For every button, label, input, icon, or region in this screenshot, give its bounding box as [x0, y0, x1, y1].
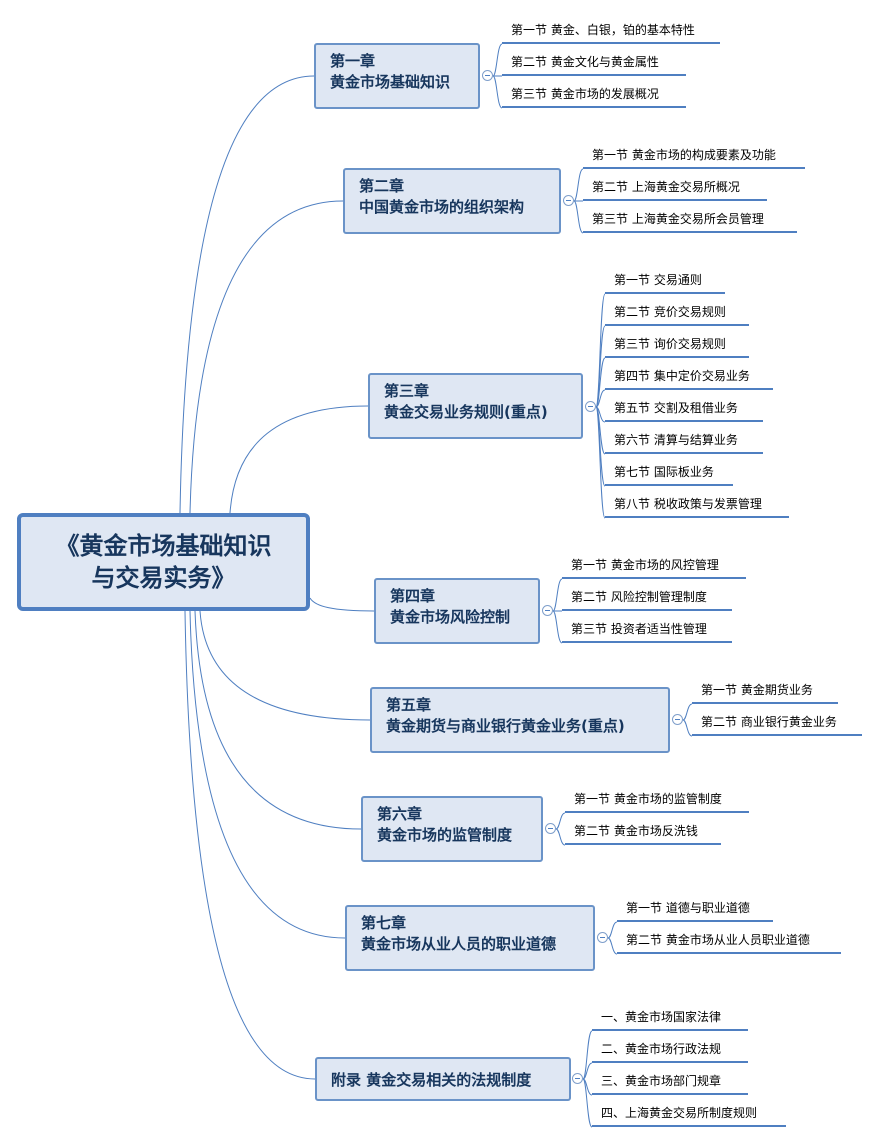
chapter-3-title: 第三章 [384, 382, 430, 400]
chapter-3-section-3[interactable]: 第三节 询价交易规则 [605, 336, 749, 358]
central-topic-line2: 与交易实务》 [91, 564, 236, 592]
chapter-1-collapse-icon[interactable] [482, 70, 493, 81]
chapter-4-section-1[interactable]: 第一节 黄金市场的风控管理 [562, 557, 746, 579]
appendix-section-4[interactable]: 四、上海黄金交易所制度规则 [592, 1105, 786, 1127]
chapter-1-section-3[interactable]: 第三节 黄金市场的发展概况 [502, 86, 686, 108]
chapter-2-section-3[interactable]: 第三节 上海黄金交易所会员管理 [583, 211, 797, 233]
chapter-6-node[interactable]: 第六章 黄金市场的监管制度 [361, 796, 543, 862]
branch-line-6 [194, 610, 362, 830]
section-line-3-4 [595, 389, 606, 408]
section-line-6-2 [555, 828, 566, 846]
section-line-6-1 [555, 812, 566, 830]
appendix-title: 附录 黄金交易相关的法规制度 [331, 1071, 532, 1089]
chapter-5-title: 第五章 [386, 696, 432, 714]
chapter-3-section-1[interactable]: 第一节 交易通则 [605, 272, 725, 294]
chapter-7-title: 第七章 [361, 914, 407, 932]
section-line-8-2 [582, 1062, 593, 1080]
section-line-3-8 [595, 406, 606, 519]
chapter-4-subtitle: 黄金市场风险控制 [390, 608, 511, 626]
section-line-1-1 [492, 43, 503, 77]
section-line-2-1 [573, 168, 584, 202]
central-topic[interactable]: 《黄金市场基础知识 与交易实务》 [17, 513, 310, 611]
appendix-section-1[interactable]: 一、黄金市场国家法律 [592, 1009, 748, 1031]
appendix-collapse-icon[interactable] [572, 1073, 583, 1084]
branch-line-4 [309, 597, 375, 612]
appendix-section-2[interactable]: 二、黄金市场行政法规 [592, 1041, 748, 1063]
appendix-section-3[interactable]: 三、黄金市场部门规章 [592, 1073, 748, 1095]
chapter-3-section-5[interactable]: 第五节 交割及租借业务 [605, 400, 763, 422]
section-line-4-1 [552, 578, 563, 612]
section-line-2-3 [573, 200, 584, 234]
chapter-3-section-7[interactable]: 第七节 国际板业务 [605, 464, 733, 486]
chapter-7-collapse-icon[interactable] [597, 932, 608, 943]
section-line-7-2 [607, 937, 618, 955]
chapter-3-section-8[interactable]: 第八节 税收政策与发票管理 [605, 496, 789, 518]
section-line-4-3 [552, 610, 563, 644]
chapter-4-section-2[interactable]: 第二节 风险控制管理制度 [562, 589, 732, 611]
chapter-3-section-4[interactable]: 第四节 集中定价交易业务 [605, 368, 773, 390]
branch-line-7 [189, 610, 346, 939]
central-topic-line1: 《黄金市场基础知识 [55, 532, 272, 560]
chapter-2-section-2[interactable]: 第二节 上海黄金交易所概况 [583, 179, 767, 201]
chapter-3-section-2[interactable]: 第二节 竞价交易规则 [605, 304, 749, 326]
chapter-5-collapse-icon[interactable] [672, 714, 683, 725]
branch-line-5 [199, 610, 371, 721]
chapter-1-subtitle: 黄金市场基础知识 [330, 73, 451, 91]
chapter-6-subtitle: 黄金市场的监管制度 [377, 826, 513, 844]
chapter-5-node[interactable]: 第五章 黄金期货与商业银行黄金业务(重点) [370, 687, 670, 753]
section-line-1-3 [492, 75, 503, 109]
chapter-4-section-3[interactable]: 第三节 投资者适当性管理 [562, 621, 732, 643]
chapter-2-section-1[interactable]: 第一节 黄金市场的构成要素及功能 [583, 147, 805, 169]
chapter-3-collapse-icon[interactable] [585, 401, 596, 412]
section-line-5-1 [682, 703, 693, 721]
chapter-6-collapse-icon[interactable] [545, 823, 556, 834]
chapter-1-section-1[interactable]: 第一节 黄金、白银，铂的基本特性 [502, 22, 720, 44]
branch-line-2 [189, 200, 344, 514]
chapter-4-title: 第四章 [390, 587, 436, 605]
section-line-5-2 [682, 719, 693, 737]
chapter-3-subtitle: 黄金交易业务规则(重点) [384, 403, 548, 421]
appendix-node[interactable]: 附录 黄金交易相关的法规制度 [315, 1057, 571, 1101]
chapter-3-node[interactable]: 第三章 黄金交易业务规则(重点) [368, 373, 583, 439]
chapter-6-section-1[interactable]: 第一节 黄金市场的监管制度 [565, 791, 749, 813]
chapter-2-title: 第二章 [359, 177, 405, 195]
chapter-1-node[interactable]: 第一章 黄金市场基础知识 [314, 43, 480, 109]
section-line-3-3 [595, 357, 606, 408]
chapter-2-node[interactable]: 第二章 中国黄金市场的组织架构 [343, 168, 561, 234]
chapter-7-section-1[interactable]: 第一节 道德与职业道德 [617, 900, 773, 922]
chapter-5-section-1[interactable]: 第一节 黄金期货业务 [692, 682, 838, 704]
chapter-7-subtitle: 黄金市场从业人员的职业道德 [361, 935, 557, 953]
chapter-3-section-6[interactable]: 第六节 清算与结算业务 [605, 432, 763, 454]
branch-line-3 [229, 405, 369, 514]
chapter-6-title: 第六章 [377, 805, 423, 823]
chapter-4-collapse-icon[interactable] [542, 605, 553, 616]
chapter-1-title: 第一章 [330, 52, 376, 70]
chapter-7-section-2[interactable]: 第二节 黄金市场从业人员职业道德 [617, 932, 841, 954]
chapter-5-section-2[interactable]: 第二节 商业银行黄金业务 [692, 714, 862, 736]
chapter-6-section-2[interactable]: 第二节 黄金市场反洗钱 [565, 823, 721, 845]
section-line-7-1 [607, 921, 618, 939]
branch-line-1 [179, 75, 315, 514]
section-line-8-1 [582, 1030, 593, 1080]
chapter-2-subtitle: 中国黄金市场的组织架构 [359, 198, 525, 216]
chapter-4-node[interactable]: 第四章 黄金市场风险控制 [374, 578, 540, 644]
chapter-7-node[interactable]: 第七章 黄金市场从业人员的职业道德 [345, 905, 595, 971]
section-line-8-4 [582, 1078, 593, 1128]
branch-line-8 [184, 610, 316, 1080]
chapter-1-section-2[interactable]: 第二节 黄金文化与黄金属性 [502, 54, 686, 76]
chapter-2-collapse-icon[interactable] [563, 195, 574, 206]
chapter-5-subtitle: 黄金期货与商业银行黄金业务(重点) [386, 717, 625, 735]
